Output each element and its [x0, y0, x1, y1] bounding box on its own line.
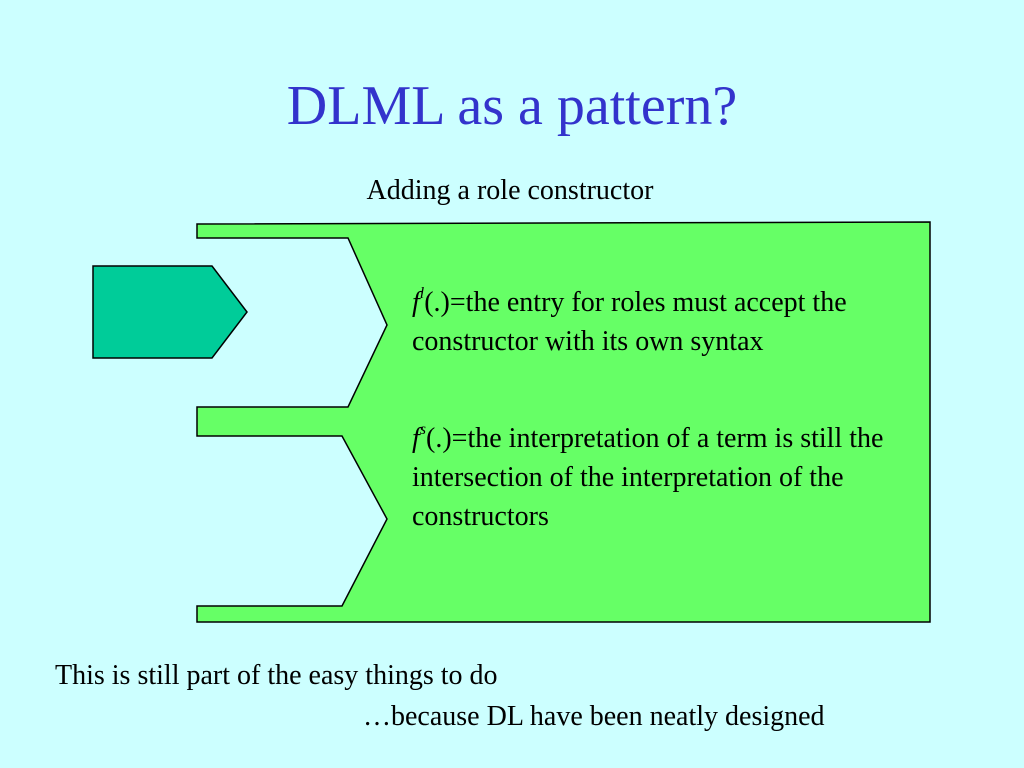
slide-subtitle: Adding a role constructor — [0, 174, 1024, 208]
green-notched-box — [196, 221, 931, 623]
teal-pentagon-arrow — [92, 265, 248, 359]
slide-title: DLML as a pattern? — [286, 75, 738, 137]
function-symbol: f — [412, 287, 420, 318]
superscript-s: s — [419, 421, 427, 438]
footer-line-2: …because DL have been neatly designed — [363, 701, 825, 732]
superscript-l: l — [419, 285, 425, 302]
item-syntax-text: fl(.)=the entry for roles must accept th… — [412, 283, 922, 361]
item-syntax-body: (.)=the entry for roles must accept the … — [412, 287, 847, 357]
item-interpretation-body: (.)=the interpretation of a term is stil… — [412, 423, 884, 532]
item-interpretation-text: fs(.)=the interpretation of a term is st… — [412, 419, 922, 536]
function-symbol: f — [412, 423, 420, 454]
footer-line-1: This is still part of the easy things to… — [55, 660, 498, 691]
subtitle-text: Adding a role constructor — [366, 175, 654, 206]
